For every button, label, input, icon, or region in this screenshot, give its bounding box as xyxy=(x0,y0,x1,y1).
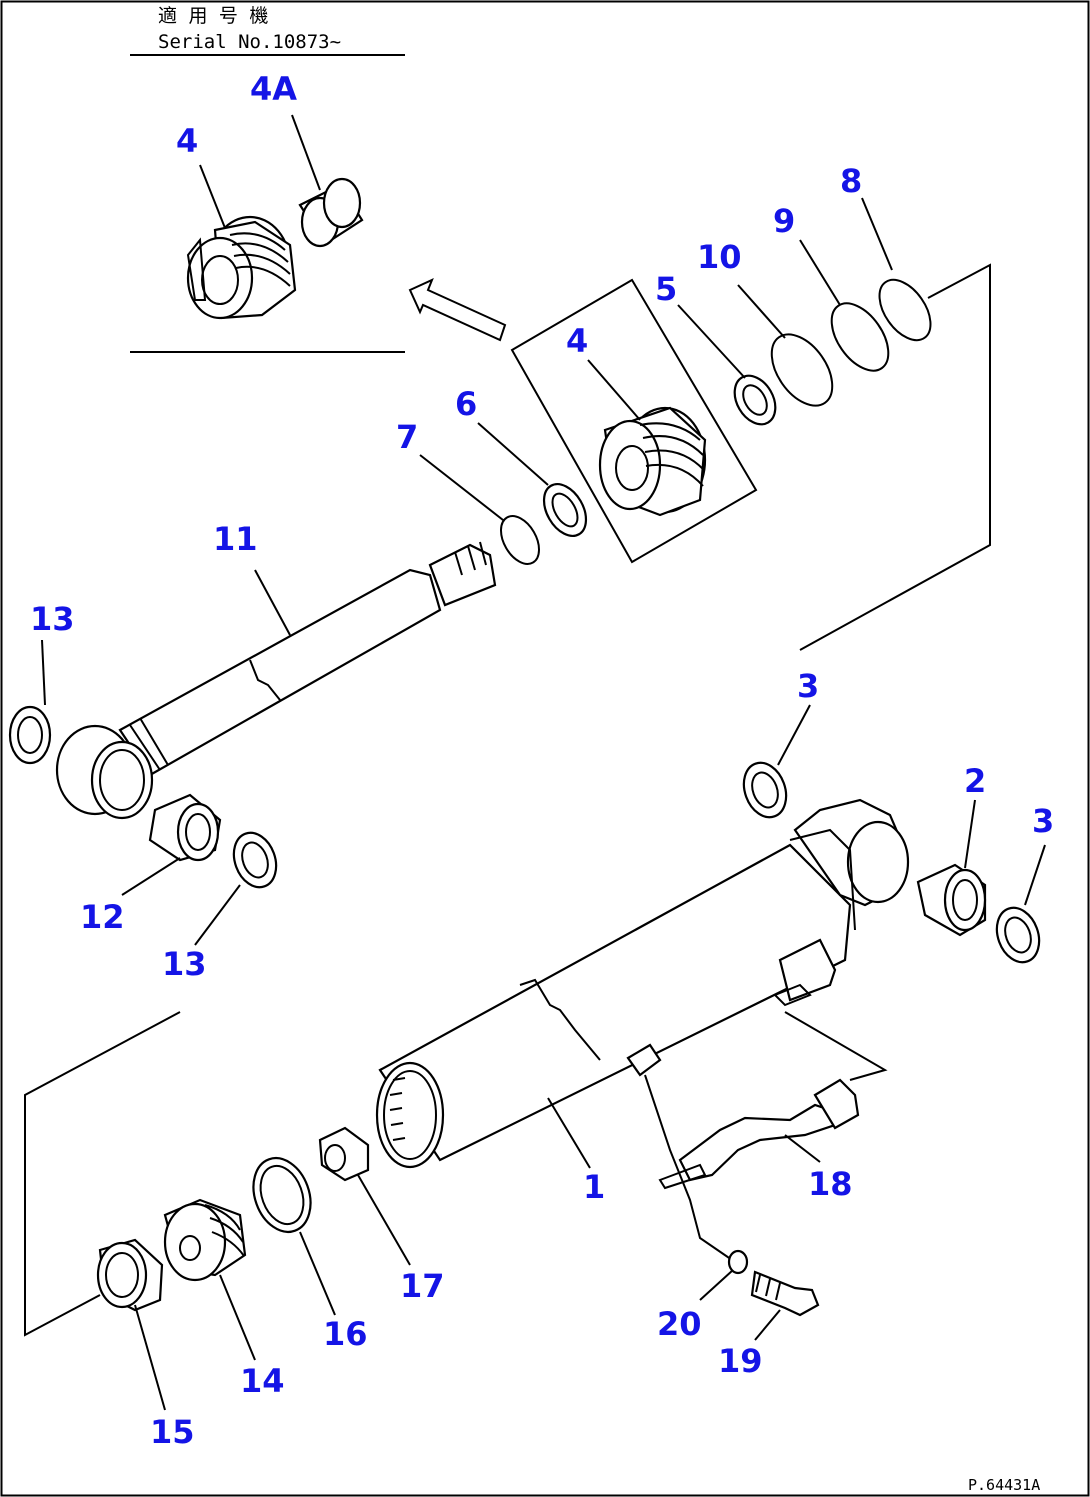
ring-9 xyxy=(830,302,890,372)
callout-3-right: 3 xyxy=(1032,802,1054,840)
cylinder-tube-1 xyxy=(375,798,910,1169)
callout-7: 7 xyxy=(396,418,418,456)
callout-4: 4 xyxy=(566,322,588,360)
callout-10: 10 xyxy=(697,238,742,276)
serial-note-line1: 適 用 号 機 xyxy=(158,5,268,27)
callout-19: 19 xyxy=(718,1342,763,1380)
callout-14: 14 xyxy=(240,1362,285,1400)
serial-note: 適 用 号 機 Serial No.10873~ xyxy=(130,5,405,353)
ring-15 xyxy=(96,1238,164,1312)
washer-20 xyxy=(727,1249,749,1275)
callout-13-lower: 13 xyxy=(162,945,207,983)
callout-16: 16 xyxy=(323,1315,368,1353)
piston-rod-11 xyxy=(55,541,497,820)
drawing-code: P.64431A xyxy=(968,1476,1040,1494)
ring-16 xyxy=(252,1157,312,1233)
seal-3-upper xyxy=(742,761,788,819)
callout-3-upper: 3 xyxy=(797,667,819,705)
assembly-line-lower xyxy=(24,1011,181,1337)
callout-5: 5 xyxy=(655,270,677,308)
seal-3-right xyxy=(995,906,1041,964)
inset-piston-4 xyxy=(186,215,297,320)
ring-10 xyxy=(770,333,834,407)
callout-17: 17 xyxy=(400,1267,445,1305)
callout-11: 11 xyxy=(213,520,258,558)
callout-18: 18 xyxy=(808,1165,853,1203)
piston-bracket xyxy=(510,278,758,564)
inset-ring-4A xyxy=(298,177,364,248)
bushing-2 xyxy=(916,863,987,937)
callout-15: 15 xyxy=(150,1413,195,1451)
callout-4A: 4A xyxy=(250,70,297,108)
pipe-leader-line xyxy=(784,1011,888,1081)
leader-lines xyxy=(41,114,1046,1411)
assembly-direction-arrow xyxy=(408,278,507,342)
callout-9: 9 xyxy=(773,202,795,240)
callout-13-upper: 13 xyxy=(30,600,75,638)
callout-8: 8 xyxy=(840,162,862,200)
piston-14 xyxy=(163,1198,247,1282)
tube-port-leader xyxy=(644,1074,736,1263)
callout-1: 1 xyxy=(583,1168,605,1206)
assembly-line-right xyxy=(799,263,991,651)
ring-8 xyxy=(878,278,932,342)
seal-13-lower xyxy=(232,831,278,889)
callout-numbers: 4A 4 8 9 10 5 4 6 7 11 13 3 2 3 12 13 1 … xyxy=(30,70,1054,1451)
callout-20: 20 xyxy=(657,1305,702,1343)
callout-6: 6 xyxy=(455,385,477,423)
ring-7 xyxy=(500,515,540,565)
bolt-19 xyxy=(750,1270,820,1317)
bushing-12 xyxy=(148,793,222,862)
seal-5 xyxy=(733,374,777,426)
serial-note-line2: Serial No.10873~ xyxy=(158,31,341,53)
piston-4 xyxy=(598,406,707,517)
pipe-18 xyxy=(658,1078,860,1190)
nut-17 xyxy=(318,1126,370,1182)
seal-13-upper xyxy=(8,705,52,765)
bushing-6 xyxy=(542,483,588,537)
callout-4-inset: 4 xyxy=(176,122,198,160)
callout-12: 12 xyxy=(80,898,125,936)
callout-2: 2 xyxy=(964,762,986,800)
